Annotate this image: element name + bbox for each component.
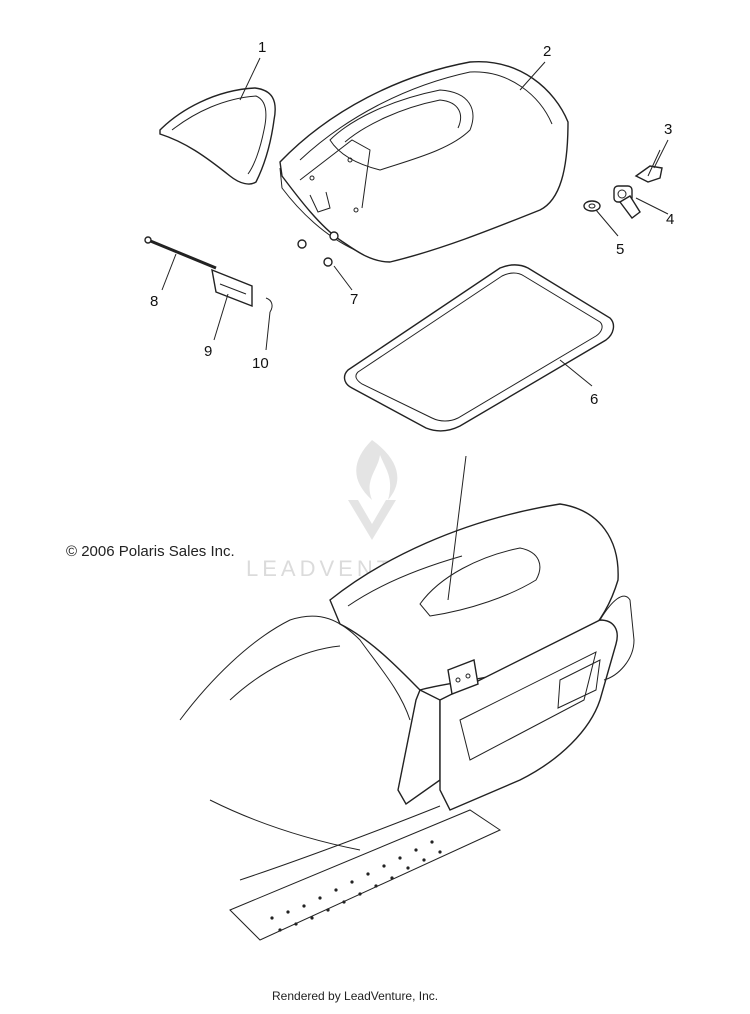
leader-lines — [161, 57, 669, 601]
callout-5: 5 — [616, 241, 624, 258]
v-logo-icon — [348, 500, 396, 540]
callout-6: 6 — [590, 391, 598, 408]
footer-credit: Rendered by LeadVenture, Inc. — [272, 989, 438, 1003]
callout-4: 4 — [666, 211, 674, 228]
part-4-lock — [613, 185, 641, 219]
part-8-rod — [144, 236, 217, 270]
flame-logo-icon — [356, 440, 398, 500]
part-2-rear-seat — [279, 61, 569, 263]
part-9-bracket — [211, 268, 253, 308]
part-10-clip — [265, 297, 273, 313]
callout-2: 2 — [543, 43, 551, 60]
part-1-seat-pad — [159, 87, 276, 185]
tunnel-holes — [270, 840, 442, 932]
callout-10: 10 — [252, 355, 269, 372]
callout-3: 3 — [664, 121, 672, 138]
callout-9: 9 — [204, 343, 212, 360]
callout-7: 7 — [350, 291, 358, 308]
part-3-key — [634, 149, 663, 183]
snowmobile-assembly — [179, 503, 635, 941]
callout-8: 8 — [150, 293, 158, 310]
part-6-seal — [343, 264, 615, 432]
copyright-notice: © 2006 Polaris Sales Inc. — [66, 543, 235, 560]
callout-1: 1 — [258, 39, 266, 56]
part-7-nuts — [297, 231, 339, 267]
part-5-washer — [583, 200, 601, 212]
